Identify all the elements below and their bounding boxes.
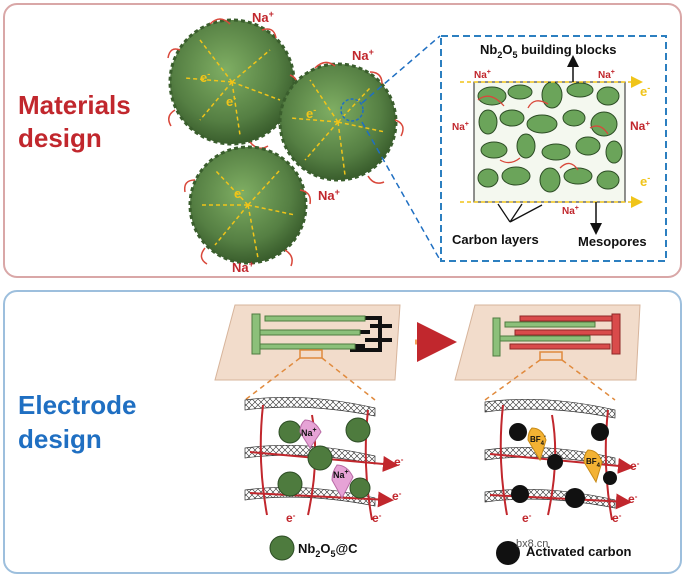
svg-text:Na+: Na+ xyxy=(630,119,650,133)
svg-text:e-: e- xyxy=(306,105,316,121)
materials-title-line2: design xyxy=(18,123,102,153)
svg-text:Na+: Na+ xyxy=(318,187,340,203)
electron-label-4: e xyxy=(234,186,241,201)
electrode-design-panel xyxy=(3,290,682,574)
svg-text:e-: e- xyxy=(612,511,622,525)
legend-nb2o5-at-c xyxy=(269,535,295,561)
svg-text:e-: e- xyxy=(522,511,532,525)
svg-text:e-: e- xyxy=(286,511,296,525)
svg-text:Na+: Na+ xyxy=(452,121,469,133)
bf4-label-2: BF xyxy=(586,457,597,466)
svg-text:Na+: Na+ xyxy=(301,427,317,438)
mesopores-label: Mesopores xyxy=(578,234,647,249)
na-label-3: Na xyxy=(318,188,335,203)
svg-text:Nb2O5 building blocks: Nb2O5 building blocks xyxy=(480,42,616,60)
svg-text:e-: e- xyxy=(640,83,650,99)
na-label-1: Na xyxy=(252,10,269,25)
svg-text:e-: e- xyxy=(234,185,244,201)
materials-design-panel xyxy=(3,3,682,278)
svg-text:BF4-: BF4- xyxy=(586,456,602,469)
svg-text:Na+: Na+ xyxy=(333,469,349,480)
carbon-layers-label: Carbon layers xyxy=(452,232,539,247)
svg-text:e-: e- xyxy=(630,459,640,473)
nb2o5-particle-3 xyxy=(183,145,312,267)
svg-text:Na+: Na+ xyxy=(562,205,579,217)
na-label-bottom-2: Na xyxy=(333,470,345,480)
nb2o5-electrode-detail xyxy=(244,396,399,521)
na-label-2: Na xyxy=(352,48,369,63)
svg-text:e-: e- xyxy=(226,93,236,109)
legend-nb2o5-label: Nb xyxy=(298,541,315,556)
svg-text:e-: e- xyxy=(200,69,210,85)
inset-structure xyxy=(440,35,667,262)
legend-activated-carbon xyxy=(496,541,520,565)
svg-text:Nb2O5@C: Nb2O5@C xyxy=(298,541,358,559)
svg-text:e-: e- xyxy=(372,511,382,525)
electron-label-1: e xyxy=(200,70,207,85)
device-after xyxy=(454,304,641,381)
svg-text:Na+: Na+ xyxy=(598,69,615,81)
device-before xyxy=(214,304,401,381)
svg-text:Na+: Na+ xyxy=(252,9,274,25)
building-blocks-label: Nb xyxy=(480,42,497,57)
svg-text:Na+: Na+ xyxy=(352,47,374,63)
electrode-title-line1: Electrode xyxy=(18,390,137,420)
watermark-text: bx8.cn xyxy=(516,538,548,550)
nb2o5-particle-1 xyxy=(167,18,298,149)
svg-text:e-: e- xyxy=(628,492,638,506)
materials-title-line1: Materials xyxy=(18,90,131,120)
svg-text:Na+: Na+ xyxy=(474,69,491,81)
bf4-label-1: BF xyxy=(530,435,541,444)
svg-text:Na+: Na+ xyxy=(232,259,254,275)
na-label-bottom-1: Na xyxy=(301,428,313,438)
legend-activated-carbon-label: Activated carbon xyxy=(526,544,632,559)
electrode-title-line2: design xyxy=(18,424,102,454)
na-label-4: Na xyxy=(232,260,249,275)
activated-carbon-electrode-detail xyxy=(484,398,634,521)
svg-text:e-: e- xyxy=(392,489,402,503)
electron-label-3: e xyxy=(306,106,313,121)
electron-label-2: e xyxy=(226,94,233,109)
svg-text:BF4-: BF4- xyxy=(530,434,546,447)
svg-text:e-: e- xyxy=(640,173,650,189)
svg-text:e-: e- xyxy=(394,455,404,469)
nb2o5-particle-2 xyxy=(278,61,404,184)
